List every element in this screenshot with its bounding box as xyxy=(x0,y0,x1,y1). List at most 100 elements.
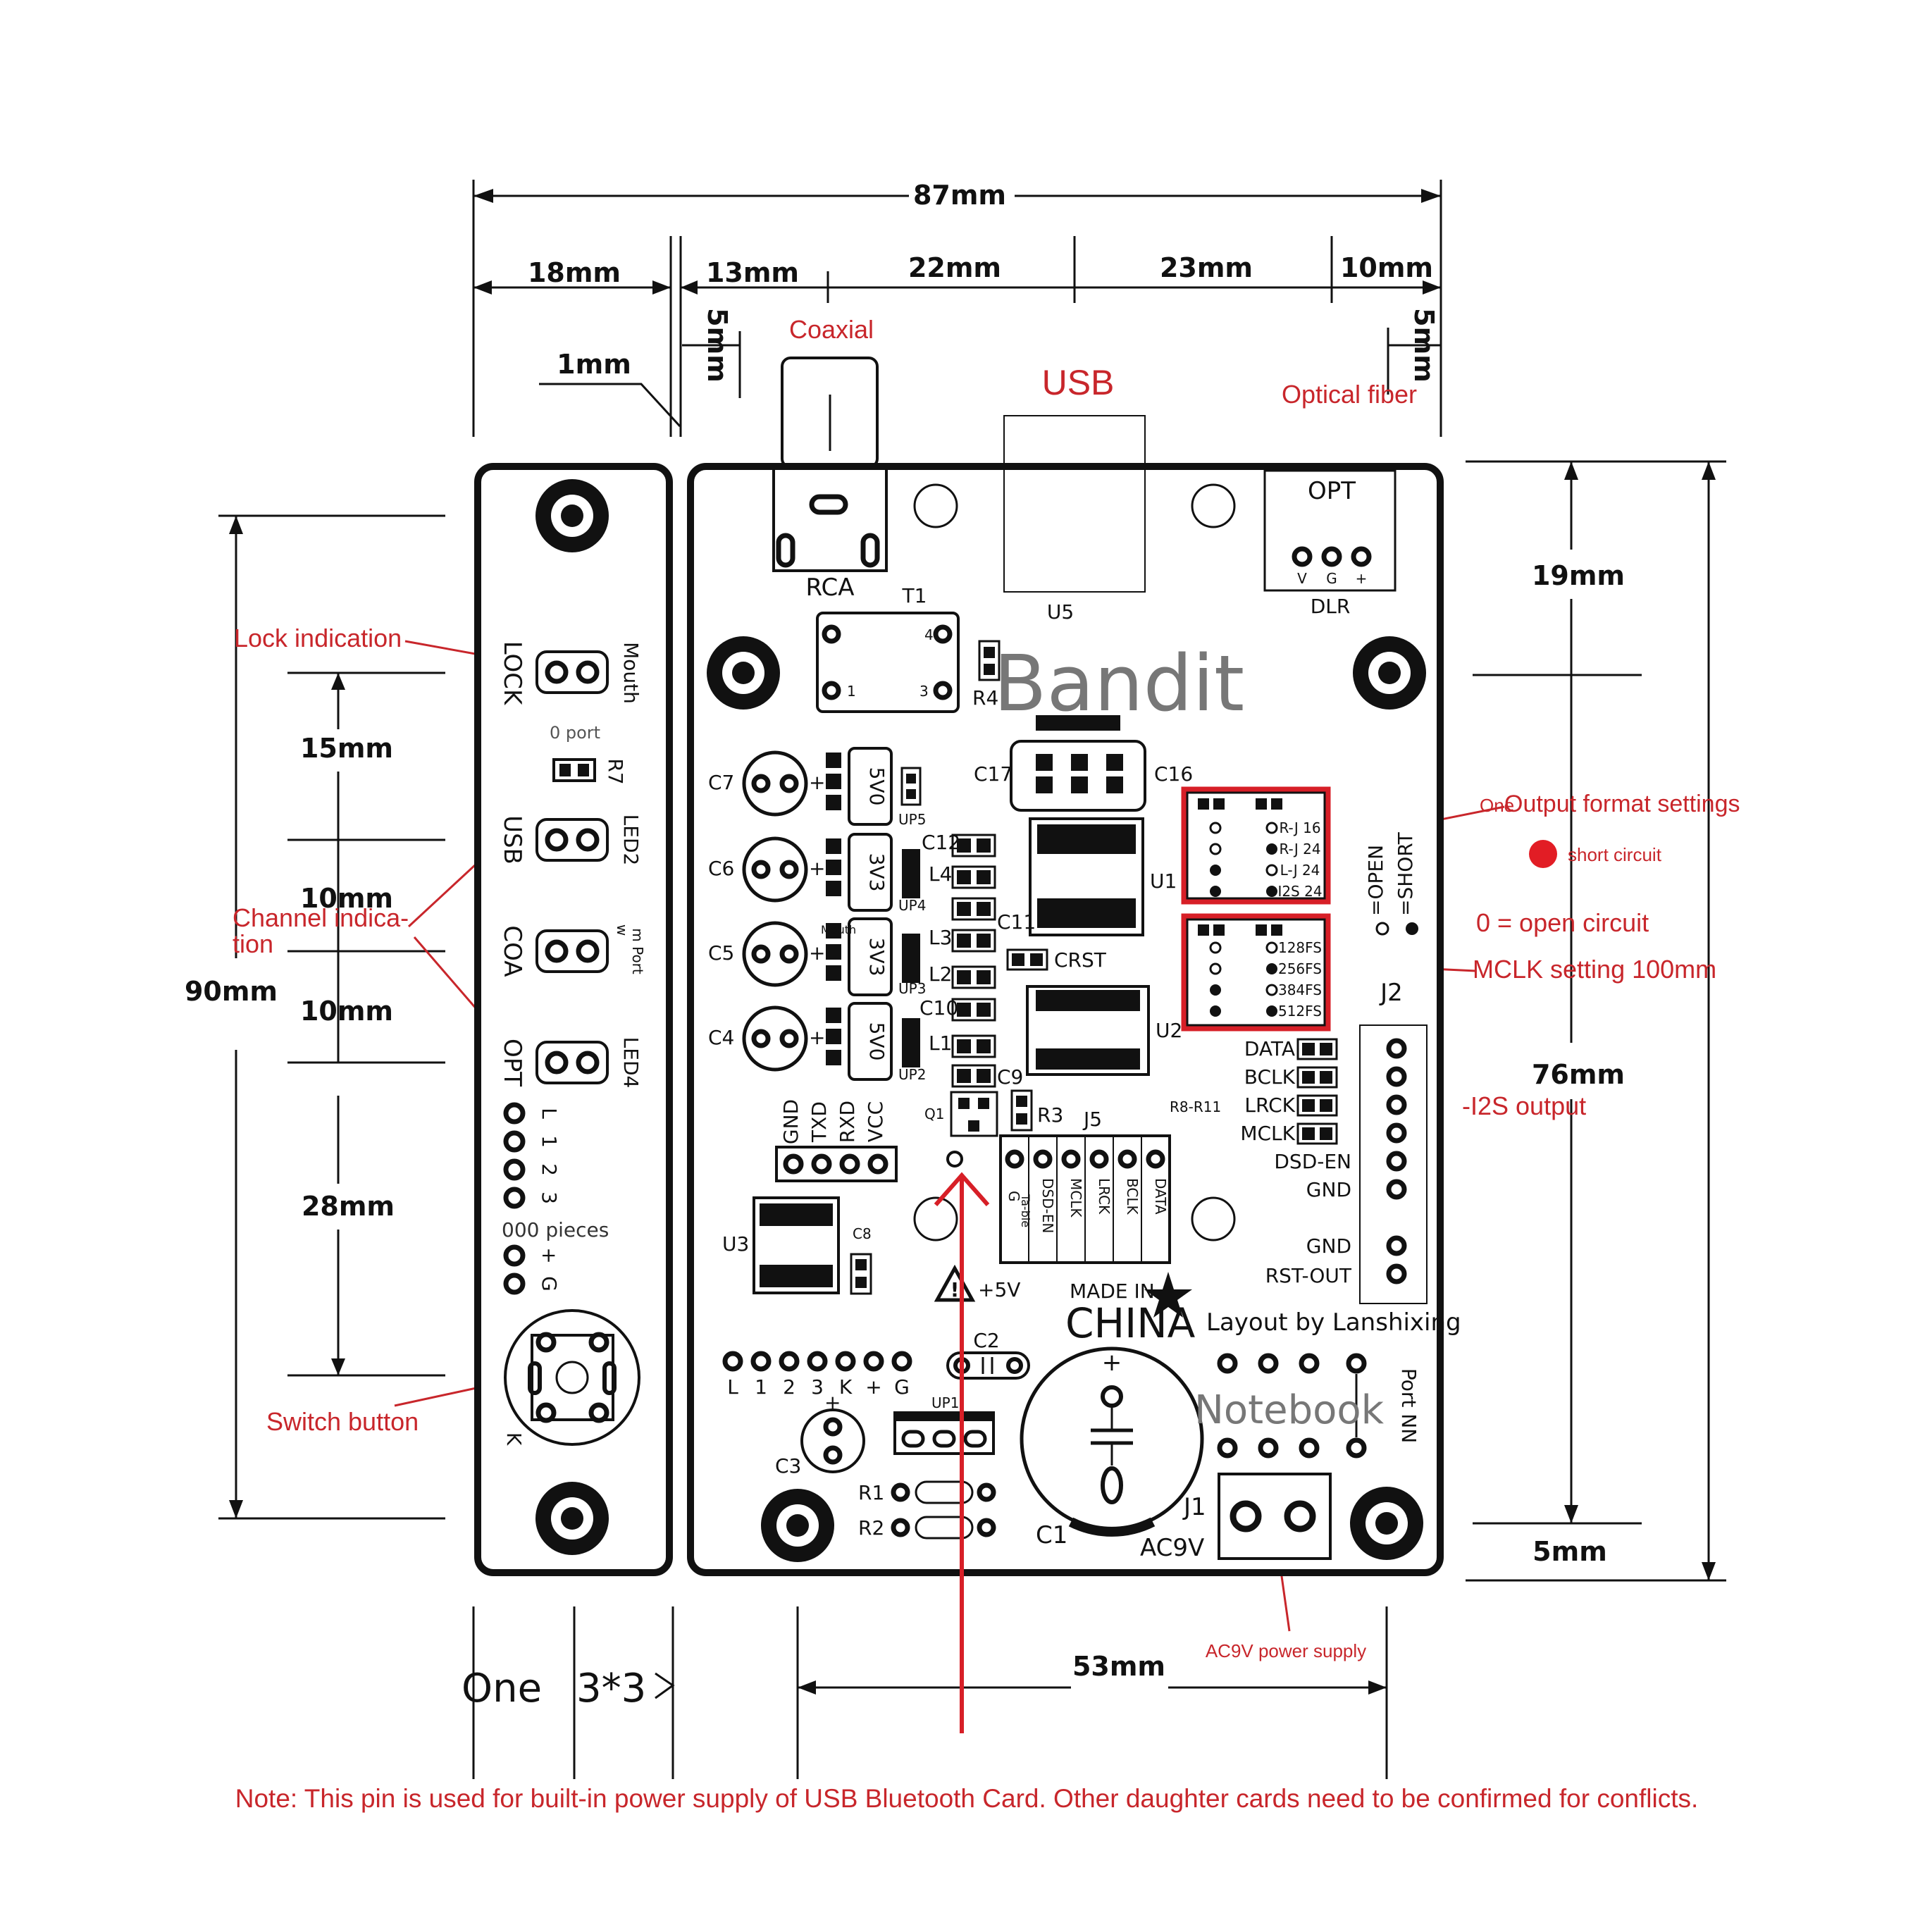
silk-bot-k: K xyxy=(839,1375,853,1399)
silk-c1: C1 xyxy=(1036,1521,1067,1549)
caps-c17-c16: C17 C16 xyxy=(974,715,1193,812)
silk-c5-plus: + xyxy=(809,941,825,965)
dim-seg-10: 10mm xyxy=(1340,252,1433,283)
silk-5v0-bottom: 5V0 xyxy=(865,1022,888,1061)
ic-u3: U3 C8 xyxy=(722,1196,872,1295)
silk-3v3-b: 3V3 xyxy=(865,938,888,977)
silk-c8: C8 xyxy=(853,1225,872,1242)
dim-bottom-53: 53mm xyxy=(1072,1651,1165,1682)
silk-c3-plus: + xyxy=(824,1391,841,1414)
silk-w: w xyxy=(614,924,631,936)
silk-mclk: MCLK xyxy=(1240,1122,1295,1145)
output-format-jumpers: R-J 16 R-J 24 L-J 24 I2S 24 xyxy=(1181,786,1331,905)
dim-total-width: 87mm xyxy=(913,180,1006,211)
silk-gnd: GND xyxy=(779,1099,803,1144)
j2-header: J2 xyxy=(1359,979,1428,1304)
silk-open: =OPEN xyxy=(1364,845,1387,916)
regulator-5v0-top: 5V0 xyxy=(848,747,893,826)
short-circuit-dot xyxy=(1529,840,1557,868)
silk-up5: UP5 xyxy=(898,811,926,828)
silk-c4-plus: + xyxy=(809,1026,825,1049)
silk-c9: C9 xyxy=(997,1065,1023,1089)
regulator-5v0-bottom: 5V0 xyxy=(848,1002,893,1081)
dim-seg-22: 22mm xyxy=(908,252,1001,283)
silk-made-in: MADE IN xyxy=(1070,1280,1155,1303)
top-dimensions: 87mm 18mm 13mm 22mm 23mm 10mm 5mm 5mm 1m… xyxy=(472,180,1442,437)
silk-c2: C2 xyxy=(973,1329,999,1352)
silk-c17: C17 xyxy=(974,762,1013,786)
label-ac9v-supply: AC9V power supply xyxy=(1206,1640,1366,1661)
silk-q1: Q1 xyxy=(924,1106,944,1122)
silk-bot-l: L xyxy=(727,1375,738,1399)
cap-c6: C6 + xyxy=(708,836,825,903)
silk-r8-r11: R8-R11 xyxy=(1170,1098,1221,1115)
label-channel-indication-2: tion xyxy=(233,929,273,958)
silk-bot-2: 2 xyxy=(783,1375,795,1399)
silk-pieces: 000 pieces xyxy=(502,1218,609,1241)
silk-coa: COA xyxy=(498,925,526,977)
silk-bot-plus: + xyxy=(865,1375,881,1399)
silk-j5-g: G xyxy=(1005,1191,1022,1202)
dim-left-15: 15mm xyxy=(300,733,393,764)
cap-pads xyxy=(826,753,841,1065)
silk-china: CHINA xyxy=(1065,1299,1196,1347)
silk-t1-pin3: 3 xyxy=(919,683,929,700)
dim-left-10b: 10mm xyxy=(300,996,393,1027)
switch-button-footprint[interactable] xyxy=(504,1309,640,1446)
channel-pins: L 1 2 3 000 pieces + G xyxy=(502,1102,609,1295)
label-optical-fiber: Optical fiber xyxy=(1282,380,1417,409)
mclk-jumpers: 128FS 256FS 384FS 512FS xyxy=(1181,913,1331,1032)
silk-r1: R1 xyxy=(858,1481,884,1504)
silk-c7: C7 xyxy=(708,771,734,794)
silk-ac9v: AC9V xyxy=(1140,1534,1204,1562)
silk-up3: UP3 xyxy=(898,980,926,997)
silk-c5: C5 xyxy=(708,941,734,965)
silk-lrck: LRCK xyxy=(1244,1094,1295,1117)
mount-hole-top xyxy=(535,479,609,552)
silk-5v0-top: 5V0 xyxy=(865,767,888,806)
dim-gap-5-left: 5mm xyxy=(702,308,733,383)
label-three-by-three: 3*3 xyxy=(576,1666,646,1711)
bluetooth-power-arrow xyxy=(934,1172,990,1733)
silk-pin-3: 3 xyxy=(538,1191,561,1204)
j5-header: J5 G Ta-ble DSD-EN MCLK LRCK BCLK DATA xyxy=(999,1108,1171,1264)
made-in-china-logo: MADE IN CHINA Layout by Lanshixing xyxy=(1065,1272,1461,1347)
silk-pin-2: 2 xyxy=(538,1163,561,1176)
silk-mouth-small: Mouth xyxy=(821,923,856,936)
label-short-circuit: short circuit xyxy=(1568,844,1662,865)
silk-j5-lrck: LRCK xyxy=(1096,1178,1113,1215)
silk-rst-out: RST-OUT xyxy=(1265,1264,1352,1287)
cap-c7: C7 + xyxy=(708,750,825,817)
optical-connector: OPT V G + DLR xyxy=(1263,469,1397,618)
silk-rca: RCA xyxy=(806,574,855,602)
label-output-format-prefix: One xyxy=(1480,795,1514,816)
uart-header: GND TXD RXD VCC xyxy=(775,1099,898,1182)
dim-right-19: 19mm xyxy=(1532,560,1625,591)
silk-led4: LED4 xyxy=(619,1037,643,1089)
silk-j5-dsd: DSD-EN xyxy=(1039,1178,1056,1233)
dim-right-5: 5mm xyxy=(1532,1536,1607,1567)
cap-c5: C5 + xyxy=(708,921,825,987)
silk-zero-port: 0 port xyxy=(550,723,600,743)
silk-j2: J2 xyxy=(1379,979,1403,1007)
silk-vcc: VCC xyxy=(864,1101,887,1142)
silk-bot-g: G xyxy=(894,1375,910,1399)
smd-lc-column: C12 L4 C11 L3 L2 C10 L1 C9 xyxy=(919,831,1036,1089)
silk-opt-v: V xyxy=(1297,570,1307,587)
star-icon xyxy=(1144,1272,1192,1318)
mclk-row-3: 384FS xyxy=(1278,982,1322,998)
silk-plus5v: +5V xyxy=(978,1278,1020,1301)
silk-c4: C4 xyxy=(708,1026,734,1049)
silk-u5: U5 xyxy=(1047,600,1074,624)
silk-txd: TXD xyxy=(807,1101,831,1143)
silk-mouth: Mouth xyxy=(619,642,643,704)
cap-c4: C4 + xyxy=(708,1005,825,1072)
port-nn-pins: Port NN xyxy=(1217,1353,1420,1459)
warning-icon: ! xyxy=(950,1278,960,1301)
silk-c3: C3 xyxy=(775,1454,801,1478)
regulator-3v3-b: 3V3 xyxy=(848,917,893,996)
dim-seg-13: 13mm xyxy=(706,257,799,288)
label-coaxial: Coaxial xyxy=(789,315,874,344)
silk-gnd-2: GND xyxy=(1306,1234,1351,1258)
